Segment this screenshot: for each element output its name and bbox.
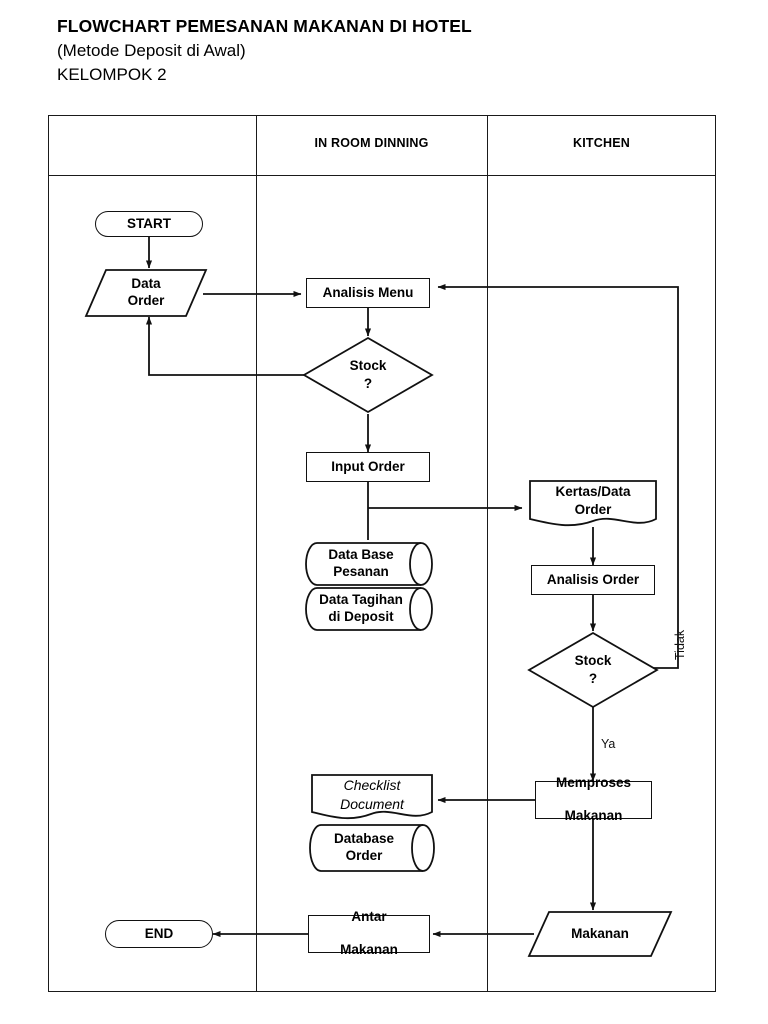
node-database-order-line2: Order bbox=[345, 848, 383, 863]
title-line-3: KELOMPOK 2 bbox=[57, 65, 167, 85]
node-kertas-data-order-text: Kertas/Data Order bbox=[527, 478, 659, 530]
node-checklist-line2: Document bbox=[340, 795, 404, 812]
node-stock2-text: Stock ? bbox=[527, 631, 659, 709]
data-order-shape-icon bbox=[84, 269, 208, 317]
node-db-tagihan-line2: di Deposit bbox=[328, 609, 394, 624]
edge-label-ya: Ya bbox=[601, 737, 616, 751]
node-analisis-menu[interactable]: Analisis Menu bbox=[306, 278, 430, 308]
node-stock1-text: Stock ? bbox=[302, 336, 434, 414]
node-database-tagihan-deposit[interactable]: Data Tagihan di Deposit bbox=[305, 585, 433, 633]
node-stock-decision-in-room-dinning[interactable]: Stock ? bbox=[302, 336, 434, 414]
lane-header-kitchen: KITCHEN bbox=[573, 136, 630, 150]
node-input-order-label: Input Order bbox=[331, 458, 405, 474]
node-data-order-text: Data Order bbox=[84, 268, 208, 318]
decision-diamond-icon bbox=[527, 631, 659, 709]
node-input-order[interactable]: Input Order bbox=[306, 452, 430, 482]
node-memproses-makanan-text: Memproses Makanan bbox=[550, 775, 637, 826]
node-db-pesanan-line1: Data Base bbox=[328, 547, 394, 563]
node-analisis-order-label: Analisis Order bbox=[546, 571, 640, 587]
node-kertas-line2: Order bbox=[574, 501, 612, 517]
node-checklist-document[interactable]: Checklist Document bbox=[309, 772, 435, 824]
node-database-order[interactable]: Database Order bbox=[309, 822, 435, 874]
node-data-order[interactable]: Data Order bbox=[84, 268, 208, 318]
node-analisis-order[interactable]: Analisis Order bbox=[531, 565, 655, 595]
node-stock1-line2: ? bbox=[363, 376, 373, 391]
database-cylinder-icon bbox=[309, 824, 435, 872]
lane-header-in-room-dinning: IN ROOM DINNING bbox=[314, 136, 429, 150]
node-checklist-line1: Checklist bbox=[343, 777, 401, 794]
database-cylinder-icon bbox=[305, 587, 433, 631]
node-stock-decision-kitchen[interactable]: Stock ? bbox=[527, 631, 659, 709]
node-stock1-line1: Stock bbox=[349, 358, 387, 374]
node-checklist-document-text: Checklist Document bbox=[309, 772, 435, 824]
node-makanan[interactable]: Makanan bbox=[527, 910, 673, 958]
node-memproses-makanan[interactable]: Memproses Makanan bbox=[535, 775, 652, 823]
node-makanan-text: Makanan bbox=[527, 910, 673, 958]
swimlane-table bbox=[48, 115, 716, 992]
node-start[interactable]: START bbox=[95, 211, 203, 237]
node-antar-makanan-text: Antar Makanan bbox=[334, 909, 404, 960]
node-db-pesanan-line2: Pesanan bbox=[333, 564, 389, 579]
node-db-tagihan-line1: Data Tagihan bbox=[319, 592, 403, 608]
document-shape-icon bbox=[529, 480, 657, 527]
node-end[interactable]: END bbox=[105, 920, 213, 948]
node-data-order-line1: Data bbox=[131, 276, 161, 292]
node-memproses-line1: Memproses bbox=[555, 774, 632, 790]
lane-divider-1 bbox=[256, 115, 257, 992]
title-line-2: (Metode Deposit di Awal) bbox=[57, 40, 246, 60]
title-line-1: FLOWCHART PEMESANAN MAKANAN DI HOTEL bbox=[57, 16, 472, 36]
node-memproses-line2: Makanan bbox=[564, 808, 623, 824]
node-database-order-text: Database Order bbox=[309, 822, 435, 874]
node-database-tagihan-text: Data Tagihan di Deposit bbox=[305, 585, 433, 633]
database-cylinder-icon bbox=[305, 542, 433, 586]
node-stock2-line1: Stock bbox=[574, 653, 612, 669]
node-antar-line1: Antar bbox=[351, 908, 387, 924]
node-kertas-data-order[interactable]: Kertas/Data Order bbox=[527, 478, 659, 530]
node-kertas-line1: Kertas/Data bbox=[555, 483, 631, 499]
node-database-pesanan-text: Data Base Pesanan bbox=[305, 540, 433, 588]
decision-diamond-icon bbox=[302, 336, 434, 414]
node-database-pesanan[interactable]: Data Base Pesanan bbox=[305, 540, 433, 588]
node-database-order-line1: Database bbox=[333, 831, 395, 847]
node-antar-line2: Makanan bbox=[340, 942, 398, 958]
node-stock2-line2: ? bbox=[588, 671, 598, 686]
data-shape-icon bbox=[527, 911, 673, 957]
header-rule bbox=[48, 175, 716, 176]
lane-divider-2 bbox=[487, 115, 488, 992]
node-end-label: END bbox=[144, 925, 174, 941]
node-antar-makanan[interactable]: Antar Makanan bbox=[308, 909, 430, 957]
page-title: FLOWCHART PEMESANAN MAKANAN DI HOTEL (Me… bbox=[57, 14, 717, 88]
document-shape-icon bbox=[311, 774, 433, 820]
node-data-order-line2: Order bbox=[127, 293, 165, 308]
edge-label-tidak: Tidak bbox=[673, 629, 687, 660]
node-start-label: START bbox=[127, 215, 171, 231]
node-analisis-menu-label: Analisis Menu bbox=[322, 284, 414, 300]
node-makanan-label: Makanan bbox=[571, 925, 629, 941]
